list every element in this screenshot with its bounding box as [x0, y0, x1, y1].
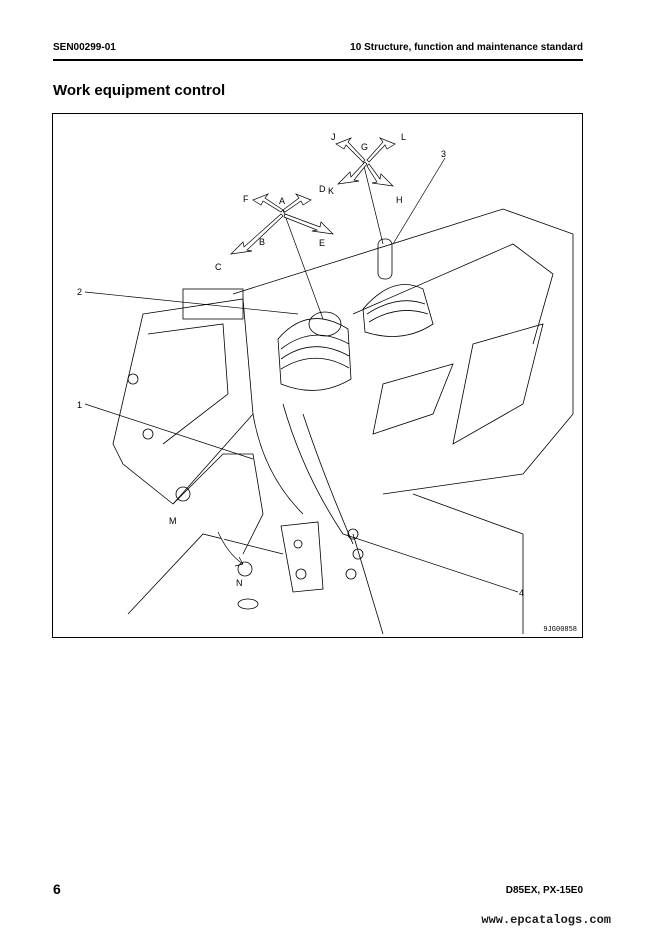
dir-label-l: L — [401, 132, 406, 142]
mechanism-drawing: 2 1 3 4 A B C D E F G H J K L M N — [77, 132, 574, 635]
watermark[interactable]: www.epcatalogs.com — [481, 913, 611, 927]
dir-label-k: K — [328, 186, 334, 196]
page-number: 6 — [53, 881, 61, 897]
work-equipment-figure: 2 1 3 4 A B C D E F G H J K L M N 9JG008… — [52, 113, 583, 638]
doc-id: SEN00299-01 — [53, 42, 116, 53]
callout-3: 3 — [441, 149, 446, 159]
dir-label-d: D — [319, 184, 326, 194]
model-name: D85EX, PX-15E0 — [505, 885, 583, 896]
page-title: Work equipment control — [53, 82, 226, 99]
dir-label-b: B — [259, 237, 265, 247]
header-rule — [53, 59, 583, 61]
dir-label-g: G — [361, 142, 368, 152]
dir-label-c: C — [215, 262, 222, 272]
rotation-label-m: M — [169, 516, 177, 526]
callout-4: 4 — [519, 588, 524, 598]
callout-2: 2 — [77, 287, 82, 297]
dir-label-h: H — [396, 195, 403, 205]
dir-label-a: A — [279, 196, 285, 206]
dir-label-e: E — [319, 238, 325, 248]
figure-code: 9JG00858 — [543, 626, 577, 634]
dir-label-f: F — [243, 194, 249, 204]
section-title: 10 Structure, function and maintenance s… — [350, 42, 583, 53]
rotation-label-n: N — [236, 578, 243, 588]
dir-label-j: J — [331, 132, 336, 142]
callout-1: 1 — [77, 400, 82, 410]
